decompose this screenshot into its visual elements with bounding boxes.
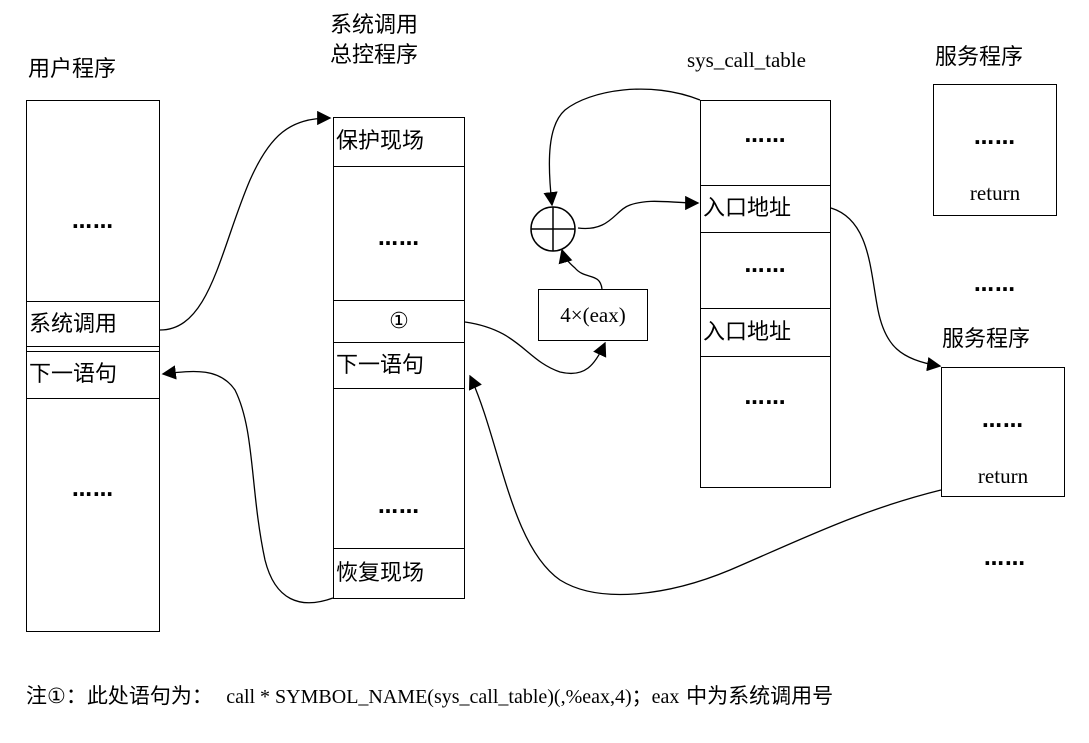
- footnote-suffix: 中为系统调用号: [679, 684, 834, 708]
- between-services-dots: ……: [974, 272, 1016, 296]
- arrow-restore-to-user-next: [161, 365, 334, 604]
- user-syscall-cell: 系统调用: [27, 301, 159, 347]
- table-blank-1: [701, 232, 830, 308]
- user-program-label: 用户程序: [28, 57, 117, 82]
- syscall-controller-label-line2: 总控程序: [330, 43, 419, 68]
- service2-dots: ……: [982, 408, 1024, 432]
- restore-context-cell: 恢复现场: [334, 548, 464, 598]
- user-divider: [26, 346, 160, 347]
- footnote: 注①：此处语句为： call * SYMBOL_NAME(sys_call_ta…: [26, 680, 833, 710]
- service-program-label-2: 服务程序: [942, 327, 1031, 352]
- adder-circle-icon: [530, 206, 576, 252]
- table-dots-3: ……: [744, 385, 787, 409]
- after-services-dots: ……: [984, 546, 1026, 570]
- ctrl-dots-2: ……: [378, 494, 420, 518]
- arrow-entry-to-service: [830, 207, 942, 372]
- save-context-cell: 保护现场: [336, 129, 425, 154]
- user-program-box: …… 系统调用 下一语句 ……: [26, 100, 160, 632]
- user-dots-top: ……: [72, 209, 114, 233]
- arrow-syscall-to-controller: [159, 110, 332, 331]
- service2-return: return: [977, 464, 1029, 488]
- arrow-marker-to-offset: [464, 321, 607, 374]
- arrow-table-to-adder: [543, 88, 701, 207]
- sys-call-table-box: …… 入口地址 …… 入口地址 ……: [700, 100, 831, 488]
- footnote-prefix: 注①：此处语句为：: [26, 684, 213, 708]
- service1-return: return: [969, 181, 1021, 205]
- table-blank-2: [701, 356, 830, 487]
- sys-call-table-label: sys_call_table: [687, 48, 806, 72]
- table-dots-1: ……: [744, 123, 787, 147]
- footnote-code: call * SYMBOL_NAME(sys_call_table)(,%eax…: [226, 686, 680, 708]
- table-entry-address-1: 入口地址: [701, 185, 830, 232]
- user-next-stmt-cell: 下一语句: [27, 351, 159, 399]
- arrow-adder-to-entry: [577, 195, 700, 230]
- service1-dots: ……: [974, 125, 1016, 149]
- ctrl-next-stmt-cell: 下一语句: [334, 342, 464, 388]
- marker-cell: ①: [334, 300, 464, 342]
- table-entry-address-2: 入口地址: [701, 308, 830, 356]
- syscall-controller-label-line1: 系统调用: [330, 13, 419, 38]
- service-program-label-1: 服务程序: [935, 45, 1024, 70]
- service-program-box-1: …… return: [933, 84, 1057, 216]
- arrow-return-to-controller: [468, 374, 942, 596]
- ctrl-dots-1: ……: [378, 226, 420, 250]
- service-program-box-2: …… return: [941, 367, 1065, 497]
- ctrl-blank-1: [334, 166, 464, 300]
- user-dots-bottom: ……: [72, 477, 114, 501]
- syscall-controller-box: 保护现场 …… ① 下一语句 …… 恢复现场: [333, 117, 465, 599]
- offset-calc-box: 4×(eax): [538, 289, 648, 341]
- ctrl-blank-2: [334, 388, 464, 548]
- table-dots-2: ……: [744, 253, 787, 277]
- arrow-offset-to-adder: [558, 248, 603, 290]
